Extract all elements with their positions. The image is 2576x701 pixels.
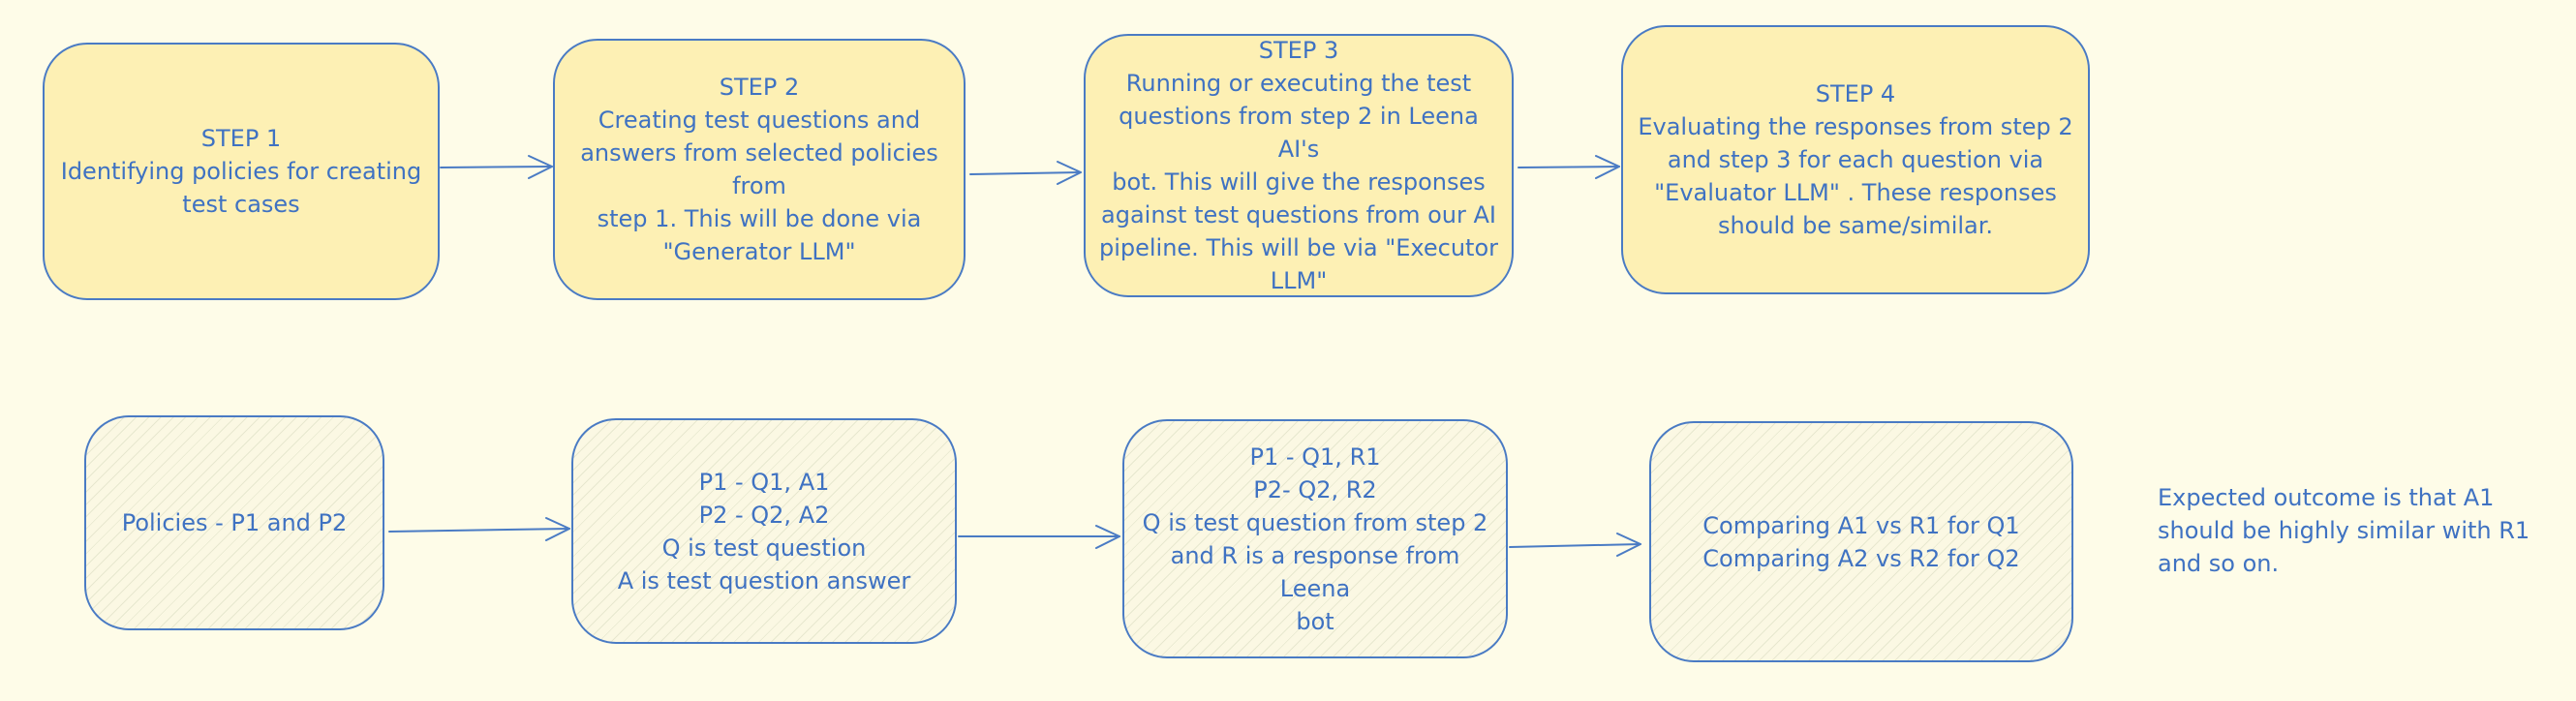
- step-3-line: LLM": [1270, 267, 1328, 294]
- arrow-example1-to-example2: [388, 517, 570, 541]
- example-3-box: P1 - Q1, R1 P2- Q2, R2 Q is test questio…: [1122, 419, 1508, 658]
- example-3-line: Q is test question from step 2: [1142, 508, 1488, 536]
- example-2-line: A is test question answer: [617, 566, 911, 594]
- step-1-line: test cases: [182, 191, 300, 218]
- step-3-line: questions from step 2 in Leena AI's: [1119, 103, 1479, 163]
- example-3-line: P2- Q2, R2: [1253, 475, 1377, 503]
- arrow-example2-to-example3: [958, 525, 1120, 549]
- example-1-box: Policies - P1 and P2: [84, 415, 384, 630]
- note-line: and so on.: [2158, 550, 2280, 577]
- step-2-box: STEP 2 Creating test questions and answe…: [553, 39, 966, 300]
- example-3-line: and R is a response from Leena: [1170, 541, 1460, 602]
- step-2-line: step 1. This will be done via: [597, 205, 922, 232]
- example-2-line: P2 - Q2, A2: [698, 501, 830, 529]
- step-4-line: Evaluating the responses from step 2: [1638, 113, 2073, 140]
- note-line: should be highly similar with R1: [2158, 517, 2530, 544]
- step-1-title: STEP 1: [200, 125, 282, 152]
- arrow-step3-to-step4: [1518, 155, 1620, 179]
- step-1-line: Identifying policies for creating: [60, 158, 422, 185]
- step-3-line: pipeline. This will be via "Executor: [1098, 234, 1499, 261]
- step-3-line: Running or executing the test: [1125, 70, 1472, 97]
- expected-outcome-note: Expected outcome is that A1 should be hi…: [2158, 481, 2564, 580]
- step-3-line: against test questions from our AI: [1101, 201, 1496, 229]
- arrow-step1-to-step2: [440, 155, 553, 179]
- example-4-line: Comparing A2 vs R2 for Q2: [1702, 544, 2020, 572]
- step-2-line: Creating test questions and: [598, 107, 921, 134]
- step-3-title: STEP 3: [1258, 37, 1339, 64]
- step-4-line: and step 3 for each question via: [1667, 146, 2044, 173]
- step-1-box: STEP 1 Identifying policies for creating…: [43, 43, 440, 300]
- step-2-title: STEP 2: [719, 74, 800, 101]
- step-4-line: should be same/similar.: [1717, 212, 1994, 239]
- arrow-step2-to-step3: [969, 161, 1082, 185]
- example-3-line: P1 - Q1, R1: [1249, 442, 1381, 471]
- step-2-line: "Generator LLM": [662, 238, 856, 265]
- example-2-line: Q is test question: [661, 533, 867, 562]
- step-4-title: STEP 4: [1815, 80, 1896, 107]
- example-2-box: P1 - Q1, A1 P2 - Q2, A2 Q is test questi…: [571, 418, 957, 644]
- example-2-line: P1 - Q1, A1: [698, 468, 830, 496]
- step-4-line: "Evaluator LLM" . These responses: [1654, 179, 2057, 206]
- step-2-line: answers from selected policies from: [580, 139, 938, 199]
- arrow-example3-to-example4: [1509, 533, 1641, 557]
- example-1-line: Policies - P1 and P2: [121, 509, 348, 536]
- example-4-line: Comparing A1 vs R1 for Q1: [1702, 511, 2020, 539]
- step-3-box: STEP 3 Running or executing the test que…: [1084, 34, 1514, 297]
- step-4-box: STEP 4 Evaluating the responses from ste…: [1621, 25, 2090, 294]
- step-3-line: bot. This will give the responses: [1112, 168, 1486, 196]
- example-3-line: bot: [1296, 607, 1334, 635]
- note-line: Expected outcome is that A1: [2158, 484, 2495, 511]
- example-4-box: Comparing A1 vs R1 for Q1 Comparing A2 v…: [1649, 421, 2073, 662]
